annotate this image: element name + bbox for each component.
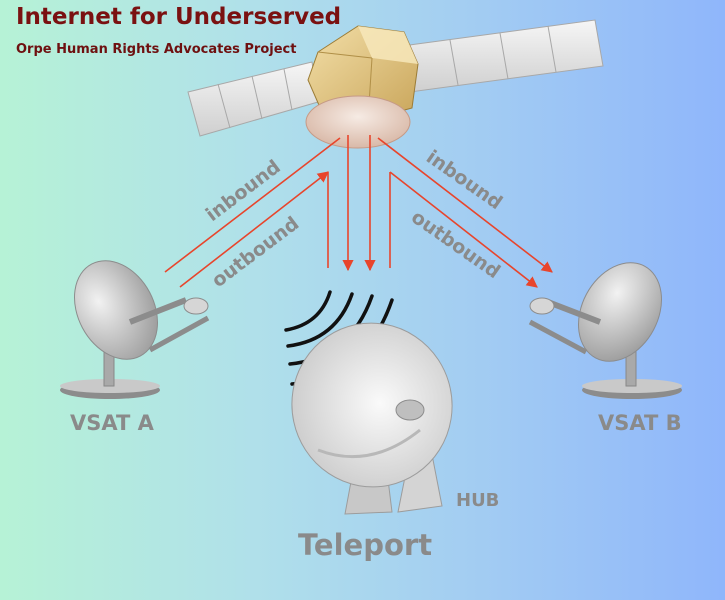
teleport-label: Teleport (298, 528, 432, 562)
right-solar-panel (401, 19, 604, 93)
outbound-arrow-right (389, 171, 538, 288)
vsat-b-dish (528, 262, 682, 399)
satellite-body (307, 25, 419, 121)
hub-label: HUB (456, 490, 499, 511)
outbound-label-right: outbound (407, 206, 504, 283)
vsat-a-reflector (74, 260, 158, 360)
hub-links (342, 135, 391, 272)
teleport-dish (291, 322, 453, 515)
page-subtitle: Orpe Human Rights Advocates Project (16, 42, 297, 57)
outbound-arrow-left (179, 171, 329, 288)
vsat-a-label: VSAT A (70, 411, 155, 435)
vsat-b-links (377, 137, 553, 288)
teleport-reflector (291, 322, 453, 488)
satellite-antenna-base (305, 95, 411, 149)
vsat-b-feedhorn (529, 297, 555, 315)
outbound-label-left: outbound (208, 212, 303, 292)
vsat-b-reflector (578, 262, 662, 362)
left-solar-panel (187, 61, 319, 137)
vsat-b-label: VSAT B (598, 411, 682, 435)
vsat-a-links (164, 137, 341, 288)
page-title: Internet for Underserved (16, 4, 342, 30)
inbound-arrow-left (164, 137, 341, 273)
teleport-feedhorn (395, 399, 425, 421)
vsat-a-dish (60, 260, 210, 399)
inbound-arrow-right (377, 137, 553, 273)
vsat-a-feedhorn (183, 297, 209, 315)
satellite (187, 19, 604, 149)
